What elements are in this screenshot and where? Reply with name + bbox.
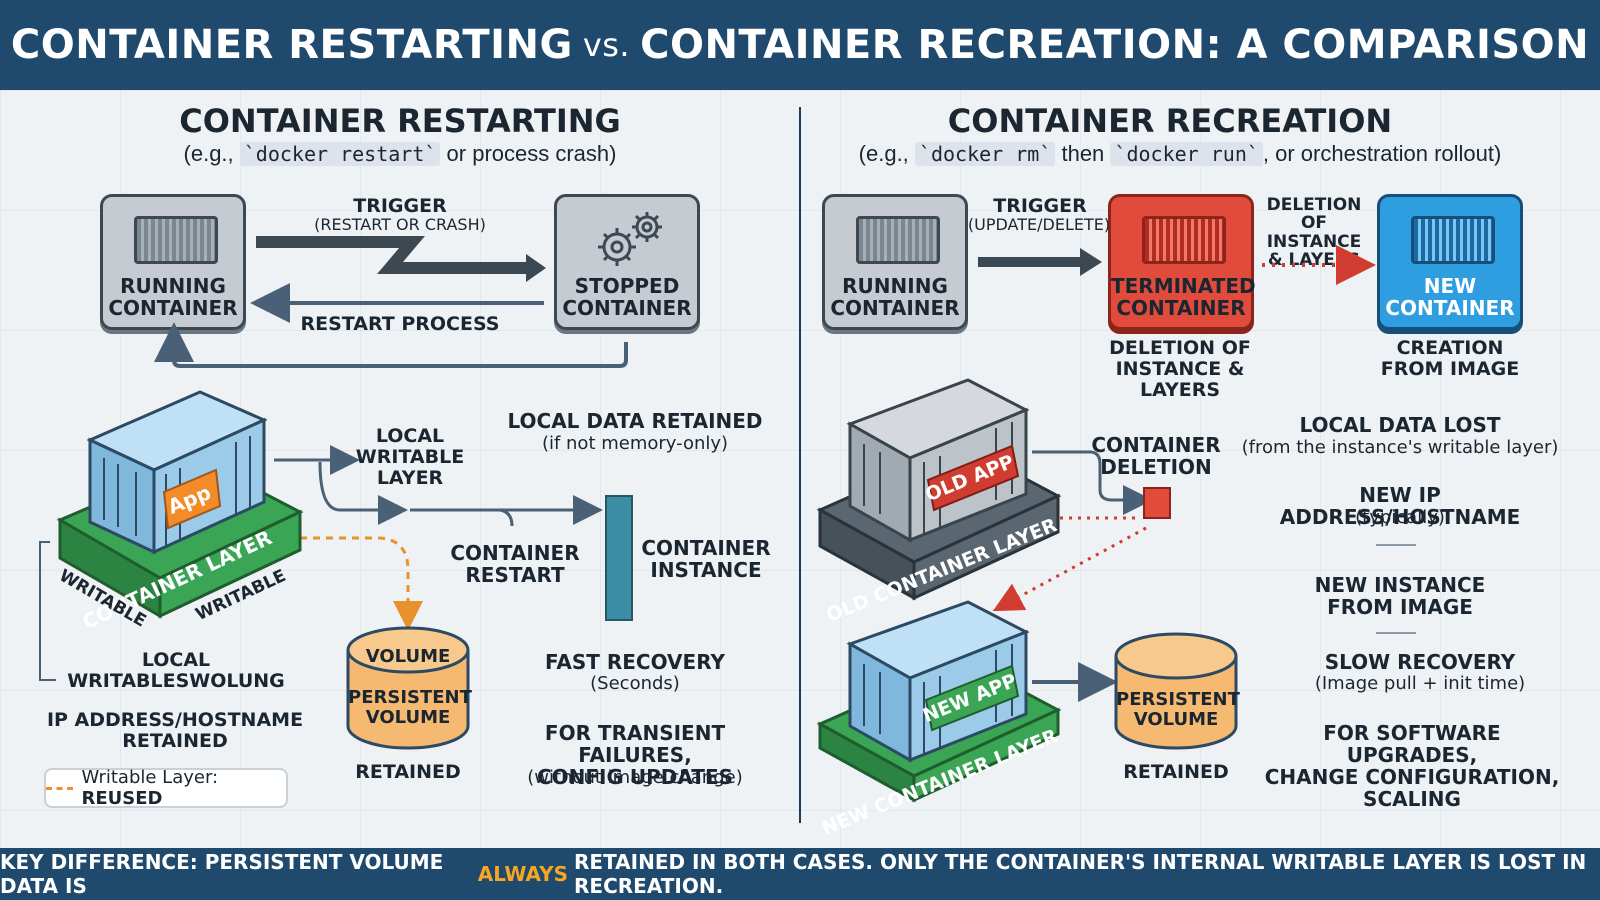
legend-pre: Writable Layer:: [81, 767, 219, 788]
stopped-container-label: STOPPED CONTAINER: [562, 274, 692, 320]
separator-line: [1376, 632, 1416, 634]
left-persistent-volume-label: PERSISTENT VOLUME: [348, 687, 472, 728]
creation-from-image-label: CREATION FROM IMAGE: [1380, 337, 1520, 380]
local-data-retained-label: LOCAL DATA RETAINED: [507, 409, 763, 433]
page-header: CONTAINER RESTARTING vs. CONTAINER RECRE…: [0, 0, 1600, 90]
left-subtitle-pre: (e.g.,: [183, 141, 240, 166]
right-subtitle-pre: (e.g.,: [858, 141, 915, 166]
left-trigger-sublabel: (RESTART OR CRASH): [314, 215, 486, 234]
terminated-container-label: TERMINATED CONTAINER: [1111, 274, 1256, 320]
deletion-bottom-label: DELETION OF INSTANCE & LAYERS: [1109, 337, 1251, 401]
local-data-retained-sublabel: (if not memory-only): [541, 433, 729, 454]
slow-recovery-sublabel: (Image pull + init time): [1314, 673, 1526, 694]
right-persistent-volume-label: PERSISTENT VOLUME: [1116, 689, 1240, 730]
header-title-left: CONTAINER RESTARTING: [10, 22, 573, 68]
right-subtitle-mid: then: [1055, 141, 1111, 166]
container-vent-icon: [1142, 216, 1226, 264]
container-vent-icon: [1411, 216, 1495, 264]
fast-recovery-label: FAST RECOVERY: [545, 650, 725, 674]
right-subtitle-code-2: `docker run`: [1110, 142, 1263, 166]
right-trigger-arrow: [1080, 248, 1102, 276]
old-3d-container: OLD APP OLD CONTAINER LAYER: [816, 378, 1062, 627]
container-deletion-label: CONTAINER DELETION: [1091, 433, 1221, 479]
local-data-lost-sublabel: (from the instance's writable layer): [1241, 437, 1559, 458]
ip-retained-label: IP ADDRESS/HOSTNAME RETAINED: [46, 709, 304, 752]
footer-post: RETAINED IN BOTH CASES. ONLY THE CONTAIN…: [574, 850, 1587, 898]
legend-text: Writable Layer: REUSED: [81, 767, 286, 809]
left-subtitle-code: `docker restart`: [239, 142, 441, 166]
right-running-container-box: RUNNING CONTAINER: [822, 194, 968, 330]
legend-bold: REUSED: [81, 788, 163, 809]
writable-to-volume-arrow: [300, 536, 423, 631]
right-subtitle-code-1: `docker rm`: [914, 142, 1056, 166]
running-container-label: RUNNING CONTAINER: [108, 274, 238, 320]
local-writable-layer-label: LOCAL WRITABLE LAYER: [355, 425, 465, 489]
left-subtitle-post: or process crash): [440, 141, 617, 166]
slow-recovery-label: SLOW RECOVERY: [1324, 650, 1516, 674]
software-upgrades-label: FOR SOFTWARE UPGRADES, CHANGE CONFIGURAT…: [1264, 721, 1560, 811]
transient-failures-label: FOR TRANSIENT FAILURES, CONFIG UPDATES: [536, 721, 734, 789]
new-container-label: NEW CONTAINER: [1385, 274, 1515, 320]
new-container-box: NEW CONTAINER: [1377, 194, 1523, 330]
right-trigger-sublabel: (UPDATE/DELETE): [967, 215, 1111, 234]
local-writableswolung-label: LOCAL WRITABLESWOLUNG: [67, 649, 285, 692]
left-section-title: CONTAINER RESTARTING: [179, 102, 621, 140]
right-subtitle-post: , or orchestration rollout): [1262, 141, 1502, 166]
loop-back-arrow: [154, 322, 628, 368]
container-instance-label: CONTAINER INSTANCE: [641, 536, 771, 582]
local-data-lost-label: LOCAL DATA LOST: [1299, 413, 1501, 437]
new-instance-label: NEW INSTANCE FROM IMAGE: [1314, 573, 1486, 619]
left-trigger-label: TRIGGER: [353, 195, 447, 217]
header-vs: vs.: [582, 26, 631, 64]
left-retained-label: RETAINED: [355, 761, 461, 783]
footer-highlight: ALWAYS: [477, 862, 569, 886]
container-vent-icon: [134, 216, 218, 264]
volume-top-label: VOLUME: [365, 646, 451, 667]
container-restart-label: CONTAINER RESTART: [450, 541, 580, 587]
left-3d-container: App CONTAINER LAYER WRITABLE WRITABLE: [55, 390, 304, 634]
footer-pre: KEY DIFFERENCE: PERSISTENT VOLUME DATA I…: [0, 850, 444, 898]
right-section-subtitle: (e.g., `docker rm` then `docker run`, or…: [830, 141, 1530, 166]
deletion-marker: [1143, 487, 1171, 519]
fast-recovery-sublabel: (Seconds): [590, 673, 680, 694]
restart-process-label: RESTART PROCESS: [300, 313, 500, 335]
new-ip-label: NEW IP ADDRESS/HOSTNAME: [1279, 483, 1521, 529]
center-divider: [799, 107, 801, 823]
right-volume-cylinder: [1114, 632, 1238, 750]
transient-failures-sublabel: (without image change): [527, 767, 743, 788]
stopped-container-box: STOPPED CONTAINER: [554, 194, 700, 330]
header-title-right: CONTAINER RECREATION: A COMPARISON: [640, 22, 1590, 68]
dashed-line-icon: [46, 786, 74, 790]
gears-icon: [598, 212, 662, 266]
new-ip-sublabel: (typically): [1355, 507, 1445, 528]
right-section-title: CONTAINER RECREATION: [947, 102, 1393, 140]
new-3d-container: NEW APP NEW CONTAINER LAYER: [816, 600, 1062, 840]
left-section-subtitle: (e.g., `docker restart` or process crash…: [100, 141, 700, 166]
separator-line: [1376, 544, 1416, 546]
trigger-arrow: [256, 236, 526, 274]
terminated-container-box: TERMINATED CONTAINER: [1108, 194, 1256, 330]
right-running-container-label: RUNNING CONTAINER: [830, 274, 960, 320]
container-vent-icon: [856, 216, 940, 264]
container-instance-bar: [605, 495, 633, 621]
left-arrows: App CONTAINER LAYER WRITABLE WRITABLE: [39, 236, 633, 750]
right-arrows: OLD APP OLD CONTAINER LAYER NEW APP NEW …: [816, 245, 1376, 840]
right-retained-label: RETAINED: [1123, 761, 1229, 783]
left-volume-cylinder: [346, 626, 470, 750]
right-trigger-label: TRIGGER: [993, 195, 1087, 217]
key-difference-footer: KEY DIFFERENCE: PERSISTENT VOLUME DATA I…: [0, 848, 1600, 900]
writable-layer-legend: Writable Layer: REUSED: [44, 767, 288, 809]
running-container-box: RUNNING CONTAINER: [100, 194, 246, 330]
